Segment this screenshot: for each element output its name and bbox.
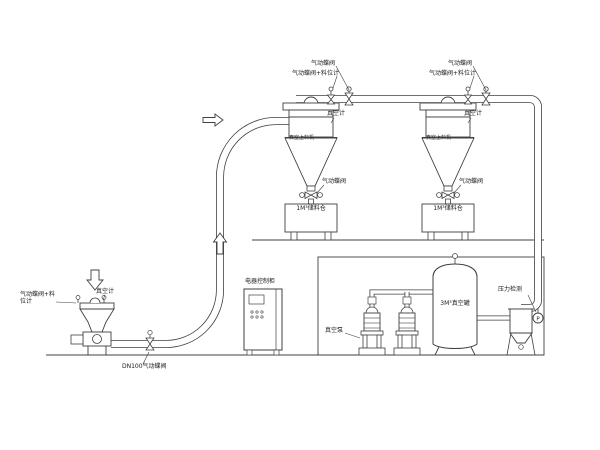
cyclone1-outlet-valve-label: 气动蝶阀 — [322, 178, 347, 185]
cyclone2-outlet-valve-label: 气动蝶阀 — [459, 178, 484, 185]
vacuum-room-outline — [317, 256, 545, 356]
cyclone1-vacuum-gauge-label: 真空计 — [327, 110, 346, 117]
pressure-gauge: P — [532, 308, 544, 324]
control-cabinet-label: 电器控制柜 — [245, 278, 276, 285]
vacuum-pump-1 — [358, 296, 386, 356]
inline-filter — [506, 308, 536, 356]
conveying-pipe — [111, 117, 292, 348]
cyclone1-body-label: 真空上料机 — [289, 135, 315, 141]
vacuum-pump-2 — [393, 296, 421, 356]
cyclone2-top-valve-level-label: 气动蝶阀+料位计 — [429, 70, 477, 77]
leader-lines — [55, 65, 537, 365]
vacuum-tank-label: 3M³真空罐 — [440, 300, 470, 307]
flow-arrow-down-icon — [86, 269, 104, 291]
cyclone2-top-valve-label: 气动蝶阀 — [448, 60, 473, 67]
feeder-assembly — [70, 295, 115, 355]
cyclone2-vacuum-gauge-label: 真空计 — [464, 110, 483, 117]
pressure-detect-label: 压力检测 — [498, 286, 523, 293]
feeder-vacuum-gauge-label: 真空计 — [96, 288, 115, 295]
cyclone1-bin-label: 1M³储料仓 — [296, 205, 326, 212]
control-cabinet — [243, 288, 283, 356]
flow-arrow-up-icon — [212, 232, 228, 255]
cyclone1-top-valve-level-label: 气动蝶阀+料位计 — [292, 70, 340, 77]
cyclone1-top-valve-label: 气动蝶阀 — [311, 60, 336, 67]
feeder-valve-level-label: 气动蝶阀+料位计 — [20, 291, 56, 305]
dn100-valve-label: DN100气动蝶阀 — [122, 363, 167, 370]
flow-arrow-right-icon — [202, 113, 224, 127]
vacuum-tank — [432, 253, 478, 356]
pressure-gauge-letter: P — [536, 316, 540, 322]
dn100-valve — [145, 329, 155, 351]
cyclone2-bin-label: 1M³储料仓 — [433, 205, 463, 212]
vacuum-pump-label: 真空泵 — [325, 327, 344, 334]
vacuum-line — [296, 95, 542, 312]
cyclone2-body-label: 真空上料机 — [426, 135, 452, 141]
